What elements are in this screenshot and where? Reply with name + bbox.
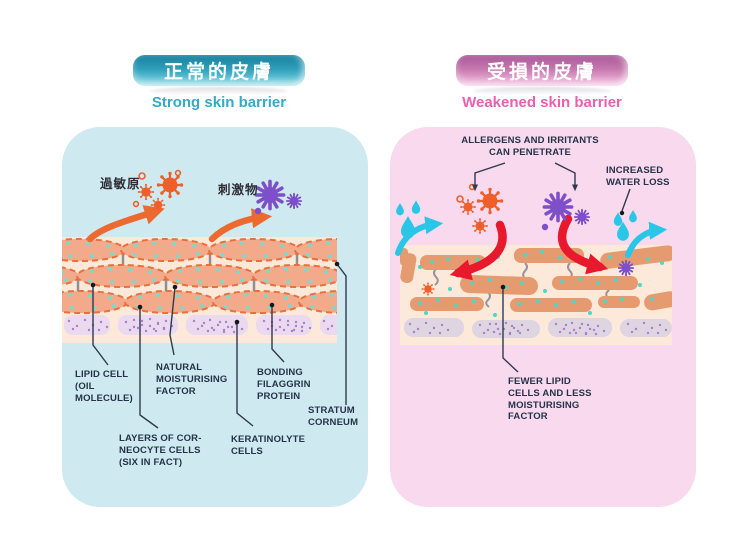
- moisturising-factor-label: NATURAL MOISTURISING FACTOR: [156, 362, 228, 397]
- irritant-icon: [254, 179, 303, 215]
- damaged-skin-illustration: [395, 162, 672, 373]
- normal-skin-badge: 正常的皮膚: [133, 55, 305, 86]
- increased-water-loss-label: INCREASED WATER LOSS: [606, 165, 670, 188]
- filaggrin-protein-label: BONDING FILAGGRIN PROTEIN: [257, 367, 311, 402]
- irritant-bounce-arrow-icon: [208, 208, 273, 243]
- irritant-icon: [541, 191, 591, 231]
- lipid-cell-label: LIPID CELL (OIL MOLECULE): [75, 369, 133, 404]
- damaged-skin-panel: ALLERGENS AND IRRITANTS CAN PENETRATE IN…: [390, 127, 696, 507]
- callout-lines: [92, 263, 347, 429]
- stratum-corneum-band: [62, 237, 337, 343]
- allergens-penetrate-label: ALLERGENS AND IRRITANTS CAN PENETRATE: [461, 135, 599, 158]
- callout-lines: [471, 162, 631, 373]
- damaged-skin-title-zh: 受損的皮膚: [486, 62, 597, 83]
- corneocyte-cells: [62, 238, 337, 314]
- strong-skin-barrier-subtitle: Strong skin barrier: [151, 94, 287, 111]
- stratum-corneum-label: STRATUM CORNEUM: [308, 405, 359, 428]
- keratinolyte-layer: [64, 315, 337, 335]
- water-drops-right-icon: [613, 209, 637, 241]
- allergen-bounce-arrow-icon: [86, 205, 165, 243]
- weakened-skin-barrier-subtitle: Weakened skin barrier: [462, 94, 622, 111]
- normal-skin-panel: 過敏原 刺激物 LIPID CELL (OIL MOLECULE) NATURA…: [62, 127, 368, 507]
- normal-skin-title-zh: 正常的皮膚: [163, 62, 274, 83]
- water-loss-arrow-right-icon: [625, 221, 668, 258]
- damaged-skin-badge: 受損的皮膚: [456, 55, 628, 86]
- moisture-dots: [418, 250, 664, 317]
- corneocyte-layers-label: LAYERS OF COR- NEOCYTE CELLS (SIX IN FAC…: [119, 433, 202, 468]
- penetrated-allergen-icon: [420, 281, 436, 297]
- damaged-stratum-corneum-band: [400, 245, 672, 345]
- normal-skin-illustration: [62, 169, 347, 429]
- damaged-keratinolyte-layer: [404, 318, 672, 338]
- penetrate-arrow-left-icon: [449, 220, 507, 281]
- water-loss-anchor-dot: [619, 210, 625, 216]
- allergen-icon: [132, 169, 185, 213]
- callout-anchor-dots: [90, 261, 340, 325]
- irritant-label-zh: 刺激物: [218, 183, 259, 197]
- penetrate-arrow-right-icon: [557, 214, 609, 275]
- allergen-label-zh: 過敏原: [100, 177, 141, 191]
- keratinolyte-cells-label: KERATINOLYTE CELLS: [231, 434, 306, 457]
- fewer-lipid-anchor-dot: [500, 284, 506, 290]
- fewer-lipid-cells-label: FEWER LIPID CELLS AND LESS MOISTURISING …: [508, 376, 592, 423]
